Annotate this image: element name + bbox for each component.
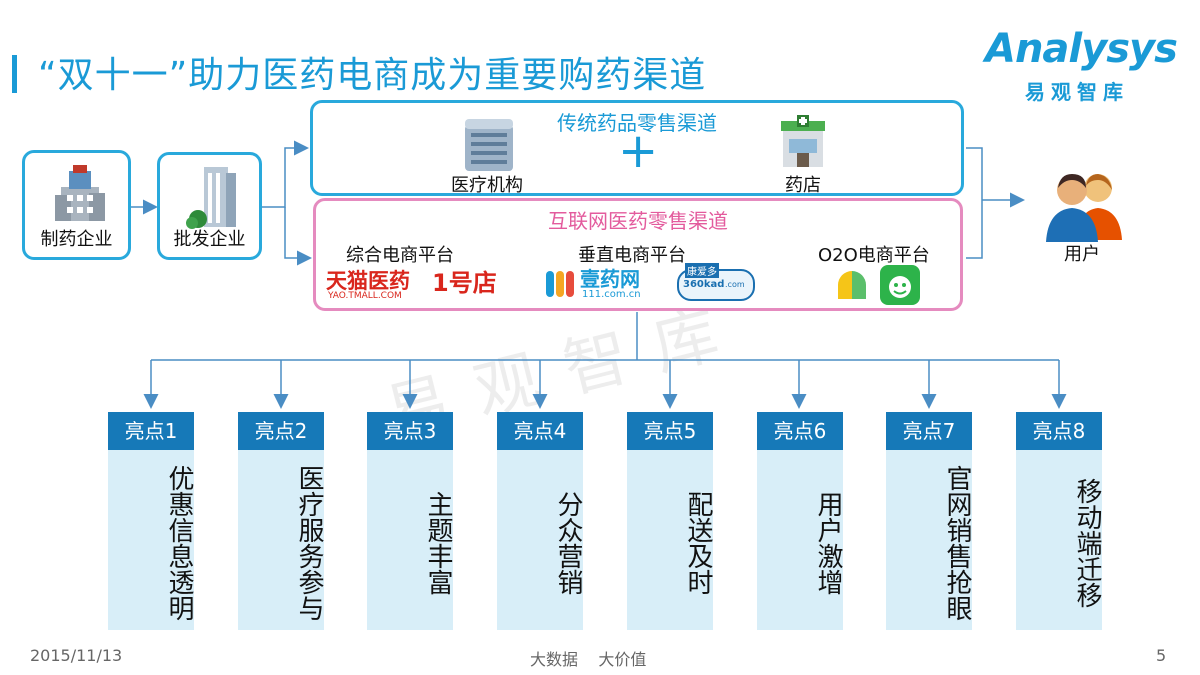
highlight-text: 主题丰富 bbox=[423, 491, 453, 595]
manufacturer-label: 制药企业 bbox=[40, 229, 113, 250]
highlight-text: 移动端迁移 bbox=[1072, 478, 1102, 608]
tmall-health-logo: 天猫医药 bbox=[326, 269, 410, 293]
highlight-label: 亮点1 bbox=[108, 412, 194, 450]
pharmacy-store-icon bbox=[781, 115, 825, 167]
manufacturer-node: 制药企业 bbox=[22, 150, 131, 260]
o2o-app-icon-2 bbox=[880, 265, 920, 305]
arrow-to-internet bbox=[284, 207, 312, 266]
highlight-label: 亮点6 bbox=[757, 412, 843, 450]
title-accent-bar bbox=[12, 55, 17, 93]
highlight-label: 亮点3 bbox=[367, 412, 453, 450]
o2o-app-icon-1 bbox=[832, 265, 872, 305]
pharmacy-label: 药店 bbox=[785, 175, 821, 196]
traditional-channel-box: 传统药品零售渠道 医疗机构 + 药店 bbox=[310, 100, 964, 196]
bracket-channels bbox=[966, 147, 983, 259]
wholesaler-label: 批发企业 bbox=[173, 229, 246, 250]
highlight-card: 移动端迁移 bbox=[1016, 450, 1102, 630]
yhd-logo: 1号店 bbox=[432, 269, 497, 297]
internet-channel-box: 互联网医药零售渠道 综合电商平台 天猫医药 YAO.TMALL.COM 1号店 … bbox=[313, 198, 963, 311]
highlight-text: 分众营销 bbox=[553, 491, 583, 595]
highlight-text: 配送及时 bbox=[683, 491, 713, 595]
111-pill-icon bbox=[546, 271, 574, 297]
internet-channel-title: 互联网医药零售渠道 bbox=[548, 209, 728, 233]
platform-o2o-label: O2O电商平台 bbox=[818, 245, 930, 266]
highlight-label: 亮点5 bbox=[627, 412, 713, 450]
highlight-label: 亮点7 bbox=[886, 412, 972, 450]
platform-comprehensive-label: 综合电商平台 bbox=[346, 245, 454, 266]
office-tower-icon bbox=[186, 167, 236, 229]
highlight-card: 官网销售抢眼 bbox=[886, 450, 972, 630]
plus-sign: + bbox=[618, 123, 659, 179]
highlight-card: 配送及时 bbox=[627, 450, 713, 630]
o2o-logos bbox=[832, 265, 924, 307]
highlight-text: 医疗服务参与 bbox=[294, 465, 324, 621]
logo-chinese: 易观智库 bbox=[1025, 80, 1129, 104]
highlight-card: 分众营销 bbox=[497, 450, 583, 630]
footer-slogan: 大数据 大价值 bbox=[530, 650, 647, 669]
highlight-label: 亮点2 bbox=[238, 412, 324, 450]
highlight-card: 主题丰富 bbox=[367, 450, 453, 630]
platform-vertical-label: 垂直电商平台 bbox=[578, 245, 686, 266]
kad-domain: .com bbox=[725, 280, 745, 289]
footer-date: 2015/11/13 bbox=[30, 646, 123, 665]
111-url: 111.com.cn bbox=[582, 289, 641, 300]
highlight-text: 优惠信息透明 bbox=[164, 465, 194, 621]
factory-icon bbox=[55, 165, 105, 221]
highlight-text: 用户激增 bbox=[813, 491, 843, 595]
hospital-building-icon bbox=[465, 119, 513, 171]
traditional-channel-title: 传统药品零售渠道 bbox=[557, 111, 717, 135]
user-label: 用户 bbox=[1064, 244, 1100, 265]
page-title: “双十一”助力医药电商成为重要购药渠道 bbox=[38, 55, 707, 96]
users-icon bbox=[1046, 174, 1122, 242]
kad-cn-name: 康爱多 bbox=[685, 263, 719, 278]
highlight-text: 官网销售抢眼 bbox=[942, 465, 972, 621]
kad-brand: 360kad bbox=[683, 279, 725, 290]
111-logo: 壹药网 bbox=[580, 267, 640, 291]
hospital-label: 医疗机构 bbox=[451, 175, 523, 196]
page-number: 5 bbox=[1156, 646, 1167, 665]
highlight-label: 亮点4 bbox=[497, 412, 583, 450]
highlight-label: 亮点8 bbox=[1016, 412, 1102, 450]
highlight-card: 用户激增 bbox=[757, 450, 843, 630]
kad-logo: 康爱多 360kad .com bbox=[677, 263, 755, 301]
tmall-url: YAO.TMALL.COM bbox=[328, 291, 402, 301]
vertical-logos: 壹药网 111.com.cn 康爱多 360kad .com bbox=[544, 263, 759, 305]
user-node: 用户 bbox=[1030, 160, 1140, 270]
analysys-logo: Analysys 易观智库 bbox=[985, 26, 1185, 106]
arrow-to-traditional bbox=[262, 140, 309, 208]
comprehensive-logos: 天猫医药 YAO.TMALL.COM 1号店 bbox=[326, 265, 497, 305]
logo-wordmark: Analysys bbox=[985, 26, 1178, 72]
highlight-card: 优惠信息透明 bbox=[108, 450, 194, 630]
highlight-card: 医疗服务参与 bbox=[238, 450, 324, 630]
wholesaler-node: 批发企业 bbox=[157, 152, 262, 260]
